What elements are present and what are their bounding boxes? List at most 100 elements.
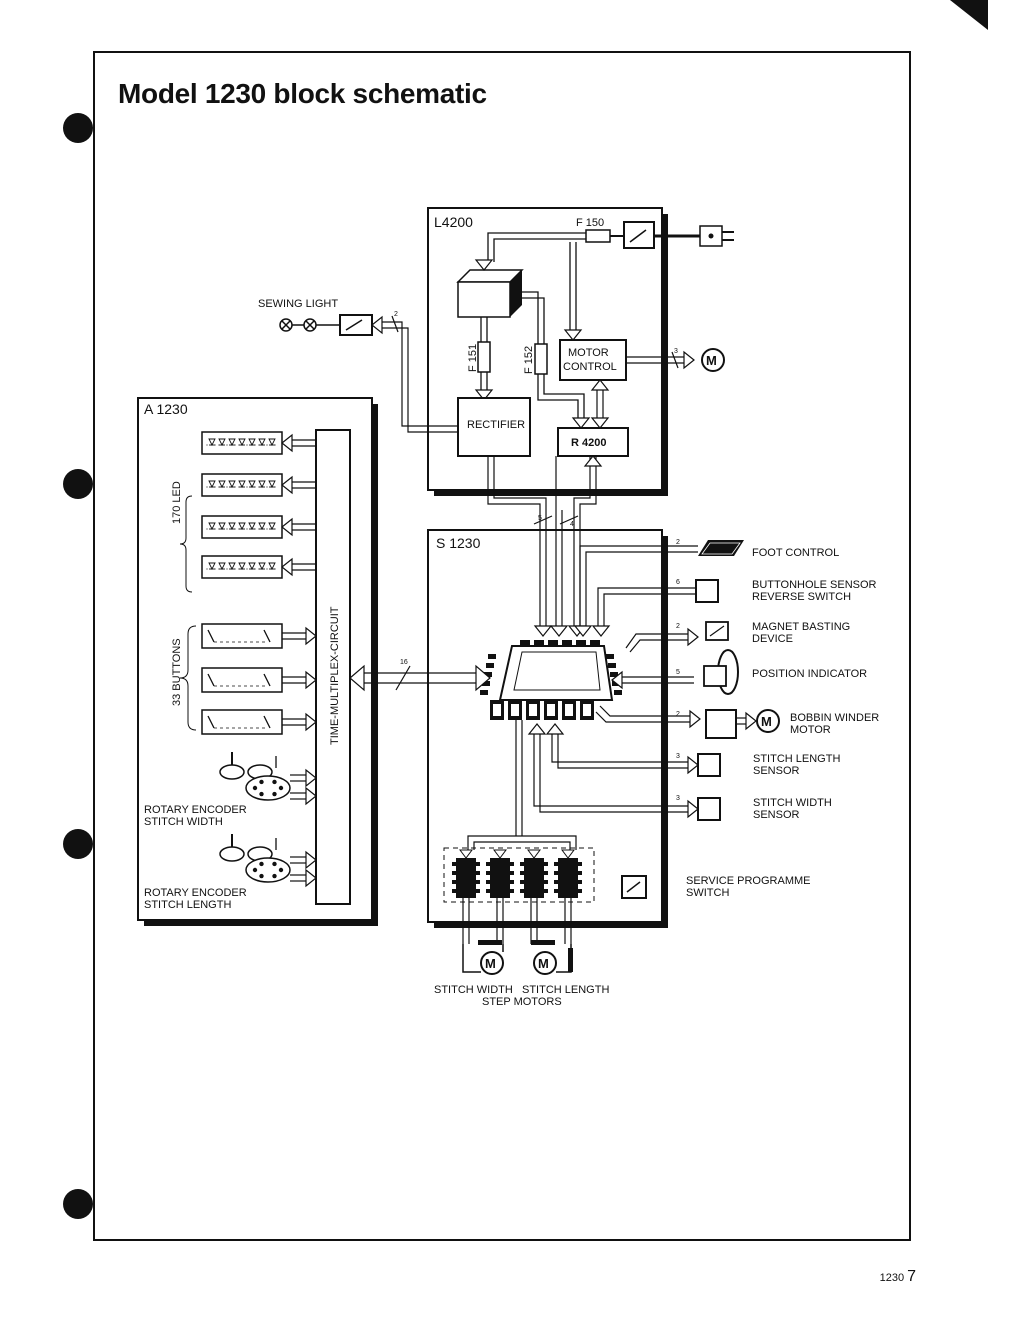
led-icon	[228, 438, 236, 447]
chip-pin	[610, 672, 618, 677]
fuse-f150	[585, 229, 611, 243]
main-motor-icon	[701, 348, 725, 372]
stitch-width-sensor-label: SENSOR	[753, 809, 800, 821]
led-icon	[258, 522, 266, 531]
chip-pin	[480, 690, 488, 695]
rotary-encoder-icon	[219, 834, 317, 888]
stitch-width-sensor-icon	[697, 797, 721, 821]
page-title: Model 1230 block schematic	[118, 78, 487, 109]
motor-symbol: M	[706, 353, 717, 368]
key-switch-icon	[207, 673, 215, 687]
buttonhole-sensor-icon	[695, 579, 719, 603]
led-icon	[228, 562, 236, 571]
stitch-length-sensor-label: STITCH LENGTH	[753, 753, 840, 765]
led-icon	[238, 480, 246, 489]
bus-width: 5	[676, 669, 680, 676]
led-icon	[248, 480, 256, 489]
rotary-encoder-icon	[219, 752, 317, 806]
binder-hole	[63, 113, 93, 143]
position-indicator-label: POSITION INDICATOR	[752, 668, 867, 680]
rotary-length-label: STITCH LENGTH	[144, 899, 231, 911]
bus-width: 6	[676, 579, 680, 586]
bus-width: 4	[570, 521, 574, 528]
key-switch-icon	[263, 629, 271, 643]
binder-hole	[63, 829, 93, 859]
bobbin-winder-box	[705, 709, 737, 739]
chip-pin	[486, 663, 494, 668]
led-icon	[238, 562, 246, 571]
l4200-label: L4200	[434, 214, 473, 230]
led-icon	[208, 522, 216, 531]
bus-width: 3	[674, 348, 678, 355]
driver-ic	[486, 849, 514, 944]
led-icon	[228, 480, 236, 489]
bobbin-winder-label: BOBBIN WINDER	[790, 712, 879, 724]
peripherals: M	[515, 540, 780, 836]
led-icon	[208, 480, 216, 489]
rotary-width-label: ROTARY ENCODER	[144, 804, 247, 816]
bobbin-winder-motor-icon	[756, 709, 780, 733]
chip-pin	[614, 690, 622, 695]
bus-width: 5	[538, 515, 542, 522]
rectifier-block	[457, 397, 531, 457]
chip-pin	[562, 640, 572, 646]
led-row	[201, 473, 316, 497]
rotary-encoders	[219, 752, 317, 888]
time-multiplex-block	[315, 429, 351, 905]
bus-width: 3	[676, 753, 680, 760]
led-icon	[268, 438, 276, 447]
led-icon	[248, 562, 256, 571]
foot-control-label: FOOT CONTROL	[752, 547, 839, 559]
step-motors-label: STEP MOTORS	[482, 996, 562, 1008]
rectifier-label: RECTIFIER	[467, 419, 525, 431]
led-rows	[201, 431, 316, 579]
chip-pin	[548, 640, 558, 646]
led-icon	[218, 480, 226, 489]
buttons-group-label: 33 BUTTONS	[171, 638, 183, 706]
led-icon	[258, 438, 266, 447]
led-icon	[268, 562, 276, 571]
transformer-icon	[456, 269, 524, 318]
led-icon	[248, 522, 256, 531]
driver-ic	[520, 849, 548, 944]
led-icon	[268, 522, 276, 531]
service-switch-label: SWITCH	[686, 887, 729, 899]
mains-plug-icon	[699, 225, 734, 247]
svg-text:M: M	[761, 714, 772, 729]
main-motor-link	[626, 350, 695, 370]
s1230-label: S 1230	[436, 535, 481, 551]
stitch-length-sensor-icon	[697, 753, 721, 777]
buttonhole-sensor-label: BUTTONHOLE SENSOR	[752, 579, 877, 591]
chip-pin	[608, 663, 616, 668]
fuse-f152-label: F 152	[523, 346, 535, 374]
sewing-light-link	[371, 315, 458, 433]
fuse-f151-label: F 151	[467, 344, 479, 372]
key-switch-icon	[207, 715, 215, 729]
fuse-f150-label: F 150	[576, 217, 604, 229]
led-icon	[258, 562, 266, 571]
driver-ic	[554, 849, 582, 944]
button-row	[201, 709, 317, 735]
led-icon	[218, 438, 226, 447]
microcontroller-chip	[480, 640, 622, 720]
key-switch-icon	[263, 673, 271, 687]
step-motors-label: STITCH WIDTH STITCH LENGTH	[434, 984, 609, 996]
bus-width: 2	[676, 711, 680, 718]
chip-pin	[606, 654, 614, 659]
fuse-f151	[477, 341, 491, 373]
chip-pin	[576, 640, 586, 646]
r4200-block	[557, 427, 629, 457]
sewing-light-switch-icon	[339, 314, 373, 336]
driver-ic	[452, 849, 480, 944]
l4200-to-s1230-bus	[487, 455, 603, 637]
led-icon	[218, 522, 226, 531]
chip-pin	[520, 640, 530, 646]
sewing-light-label: SEWING LIGHT	[258, 298, 338, 310]
bus-width: 2	[676, 623, 680, 630]
service-programme-switch-icon	[621, 875, 647, 899]
driver-group-outline	[443, 847, 595, 903]
corner-mark	[950, 0, 988, 30]
bus-width: 2	[394, 311, 398, 318]
